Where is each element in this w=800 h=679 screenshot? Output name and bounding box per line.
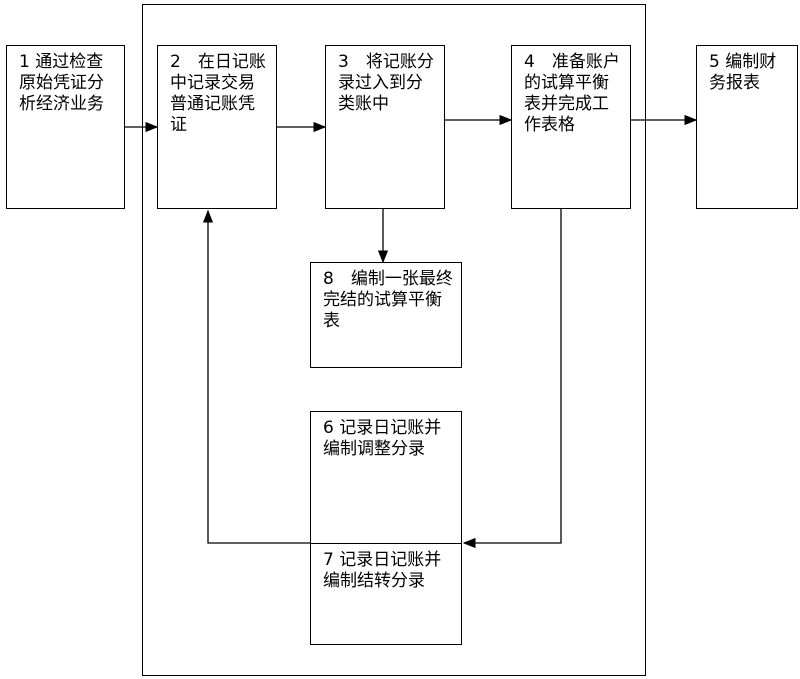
step-5-box: 5 编制财务报表	[696, 45, 798, 209]
step-5-label: 5 编制财务报表	[709, 52, 777, 93]
step-4-box: 4 准备账户的试算平衡表并完成工作表格	[511, 45, 631, 209]
arrow-step4-to-step7	[462, 209, 562, 549]
cycle-frame	[142, 4, 646, 676]
step-7-label: 7 记录日记账并编制结转分录	[323, 550, 442, 591]
step-1-label: 1 通过检查原始凭证分析经济业务	[19, 52, 104, 114]
step-8-box: 8 编制一张最终完结的试算平衡表	[310, 262, 462, 368]
arrow-step7-to-step2	[202, 209, 310, 544]
step-6-label: 6 记录日记账并编制调整分录	[323, 418, 442, 459]
step-2-label: 2 在日记账中记录交易 普通记账凭证	[170, 52, 266, 135]
step-8-label: 8 编制一张最终完结的试算平衡表	[323, 269, 453, 331]
step-3-box: 3 将记账分录过入到分类账中	[325, 45, 445, 209]
step-3-label: 3 将记账分录过入到分类账中	[338, 52, 434, 114]
step-4-label: 4 准备账户的试算平衡表并完成工作表格	[524, 52, 620, 135]
step-2-box: 2 在日记账中记录交易 普通记账凭证	[157, 45, 277, 209]
step-6-box: 6 记录日记账并编制调整分录	[310, 411, 462, 544]
step-7-box: 7 记录日记账并编制结转分录	[310, 543, 462, 645]
step-1-box: 1 通过检查原始凭证分析经济业务	[6, 45, 125, 209]
